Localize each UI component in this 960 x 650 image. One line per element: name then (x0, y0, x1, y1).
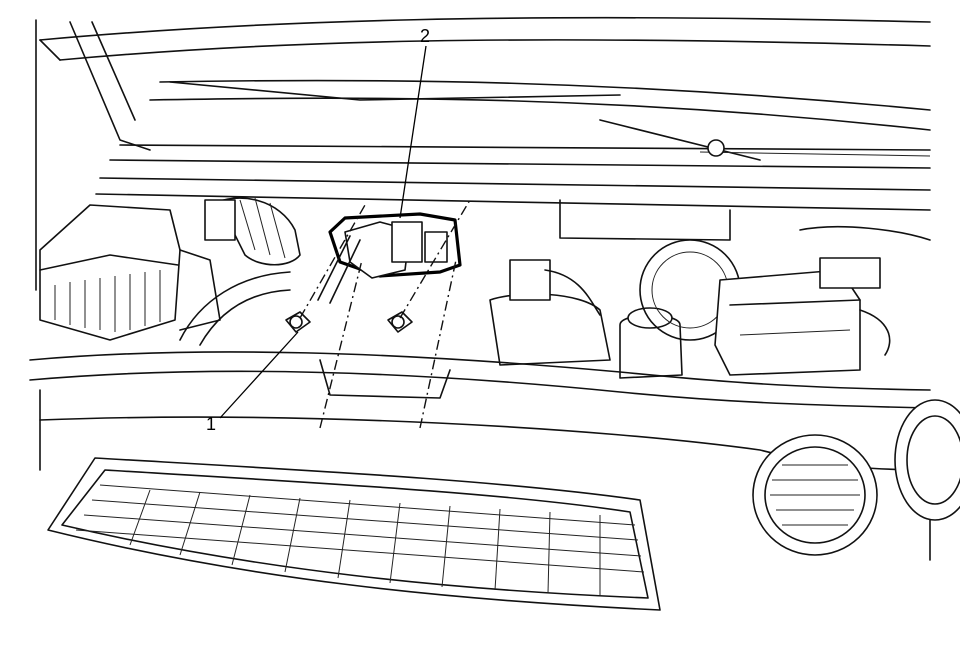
lower-hose (179, 271, 291, 346)
lower-grille (47, 457, 661, 611)
open-hood (35, 16, 931, 291)
bolt-left (285, 311, 311, 333)
coolant-reservoir (489, 259, 611, 366)
fog-lamp-right (752, 399, 960, 556)
callout-1-label: 1 (206, 414, 216, 434)
alignment-centerlines (299, 199, 471, 429)
intake-duct (204, 197, 301, 266)
bolt-right (387, 311, 413, 333)
callout-2-leader (399, 45, 427, 219)
sensor-assembly (317, 212, 462, 304)
firewall-panel (95, 177, 931, 241)
grille-mesh (75, 484, 645, 595)
fluid-reservoir (619, 239, 741, 379)
callout-1-leader (219, 331, 299, 419)
callout-2-label: 2 (420, 26, 430, 46)
wiper-cowl (109, 79, 931, 169)
air-cleaner-box (39, 204, 221, 341)
battery (714, 257, 891, 376)
